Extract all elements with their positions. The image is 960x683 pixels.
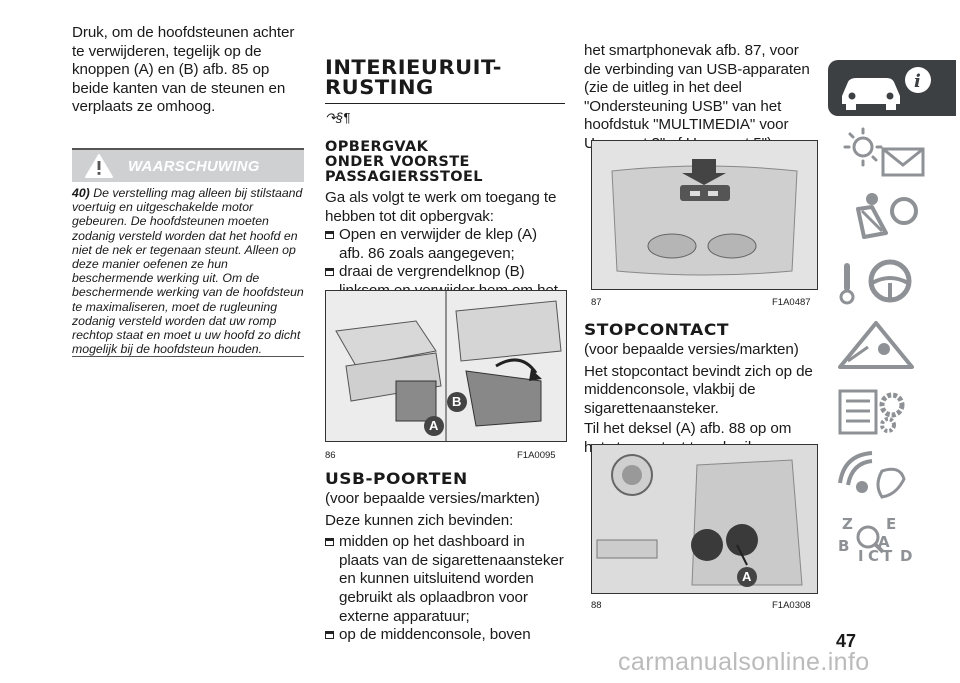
section-rule	[325, 103, 565, 104]
bullet-icon	[325, 631, 334, 640]
figure-88-number: 88	[591, 600, 602, 611]
svg-text:Z: Z	[842, 515, 853, 533]
warning-body: De verstelling mag alleen bij stilstaand…	[72, 186, 304, 357]
figure-87	[591, 140, 818, 290]
figure-88: A	[591, 444, 818, 594]
usb-versions: (voor bepaalde versies/markten)	[325, 490, 540, 507]
bullet-icon	[325, 268, 334, 277]
section-title: INTERIEURUIT-RUSTING	[325, 56, 502, 99]
svg-text:E: E	[886, 515, 896, 533]
bullet-icon	[325, 538, 334, 547]
tab-car-info[interactable]: i	[828, 60, 956, 116]
usb-location-1: midden op het dashboard in plaats van de…	[325, 533, 565, 626]
usb-continuation: het smartphonevak afb. 87, voor de verbi…	[584, 42, 810, 152]
figure-88-code: F1A0308	[772, 600, 811, 611]
svg-text:I: I	[858, 547, 864, 565]
usb-location-2: op de middenconsole, boven	[325, 626, 565, 645]
warning-triangle-icon	[85, 154, 113, 178]
warning-triangle-icon	[838, 321, 914, 369]
svg-text:A: A	[878, 533, 890, 551]
usb-section: USB-POORTEN (voor bepaalde versies/markt…	[325, 470, 565, 645]
svg-text:i: i	[914, 71, 921, 92]
airbag-seat-icon	[856, 193, 918, 239]
socket-title: STOPCONTACT	[584, 320, 729, 340]
svg-text:B: B	[838, 537, 849, 555]
figure-86-label-a: A	[429, 418, 439, 433]
figure-87-illustration	[592, 141, 817, 289]
warning-title: WAARSCHUWING	[128, 158, 260, 175]
figure-86: A B	[325, 290, 567, 442]
warning-header: WAARSCHUWING	[72, 148, 304, 182]
warning-text: 40) De verstelling mag alleen bij stilst…	[72, 182, 304, 357]
figure-88-label-a: A	[742, 569, 752, 584]
usb-text: Deze kunnen zich bevinden:	[325, 511, 514, 529]
steering-key-icon	[839, 259, 912, 305]
figure-86-label-b: B	[452, 394, 462, 409]
tab-safety[interactable]	[828, 189, 956, 245]
intro-paragraph: Druk, om de hoofdsteunen achter te verwi…	[72, 24, 295, 116]
storage-text: Ga als volgt te werk om toegang te hebbe…	[325, 189, 557, 225]
figure-86-code: F1A0095	[517, 450, 556, 461]
multimedia-icon	[838, 451, 906, 499]
figure-87-number: 87	[591, 297, 602, 308]
sun-envelope-icon	[843, 127, 925, 177]
bullet-icon	[325, 231, 334, 240]
svg-text:T: T	[882, 547, 893, 565]
storage-step-1: Open en verwijder de klep (A) afb. 86 zo…	[325, 226, 565, 263]
usb-title: USB-POORTEN	[325, 469, 468, 489]
figure-86-number: 86	[325, 450, 336, 461]
tab-driving[interactable]	[828, 253, 956, 309]
tab-lights-messages[interactable]	[828, 125, 956, 181]
figure-88-illustration	[592, 445, 817, 593]
tab-emergency[interactable]	[828, 317, 956, 373]
svg-text:C: C	[868, 547, 879, 565]
figure-87-code: F1A0487	[772, 297, 811, 308]
tab-maintenance[interactable]	[828, 381, 956, 437]
service-gears-icon	[838, 389, 905, 435]
socket-versions: (voor bepaalde versies/markten)	[584, 341, 799, 358]
figure-86-illustration	[326, 291, 566, 441]
svg-text:D: D	[900, 547, 912, 565]
socket-section: STOPCONTACT (voor bepaalde versies/markt…	[584, 321, 816, 458]
warning-number: 40)	[72, 186, 90, 200]
socket-location: Het stopcontact bevindt zich op de midde…	[584, 362, 813, 417]
car-info-icon: i	[842, 67, 931, 110]
page-number: 47	[836, 631, 857, 651]
tab-multimedia[interactable]	[828, 445, 956, 501]
variant-mark: ↷§¶	[325, 110, 351, 125]
watermark: carmanualsonline.info	[618, 648, 870, 676]
